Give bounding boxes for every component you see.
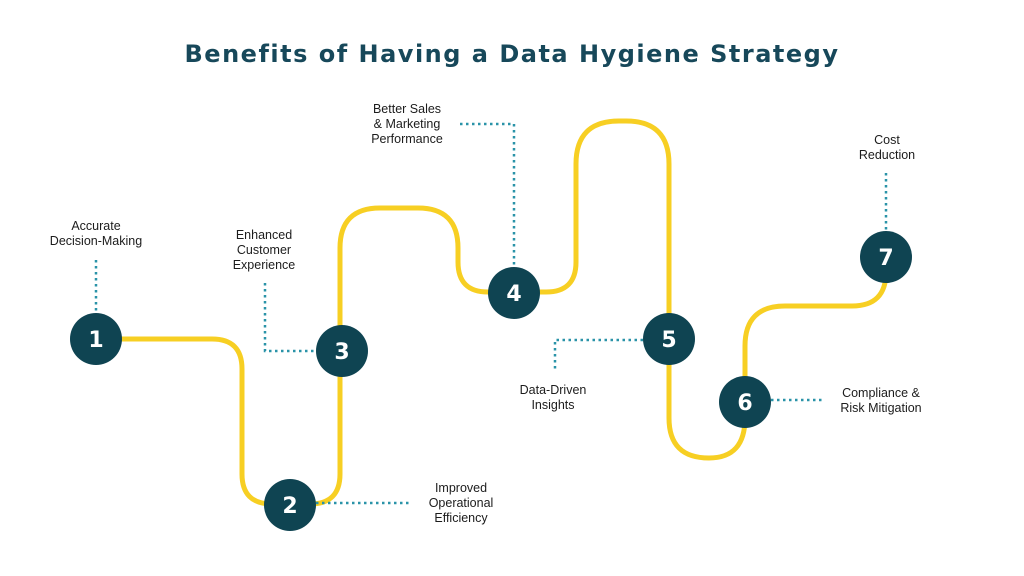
- step-number-2: 2: [282, 494, 297, 519]
- page-title: Benefits of Having a Data Hygiene Strate…: [184, 40, 840, 68]
- dotted-connectors: [94, 122, 888, 505]
- connector-5: [553, 338, 643, 372]
- step-label-3: Enhanced Customer Experience: [232, 228, 296, 272]
- step-node-1: 1: [70, 313, 122, 365]
- step-node-5: 5: [643, 313, 695, 365]
- step-number-7: 7: [878, 246, 893, 271]
- connector-3: [263, 283, 317, 353]
- step-node-4: 4: [488, 267, 540, 319]
- step-number-1: 1: [88, 328, 103, 353]
- step-label-5: Data-Driven Insights: [519, 383, 587, 412]
- step-label-6: Compliance & Risk Mitigation: [840, 386, 922, 415]
- step-label-1: Accurate Decision-Making: [49, 219, 143, 248]
- connector-4: [460, 122, 516, 268]
- step-label-7: Cost Reduction: [858, 133, 916, 162]
- step-node-6: 6: [719, 376, 771, 428]
- step-number-5: 5: [661, 328, 676, 353]
- step-label-4: Better Sales & Marketing Performance: [371, 102, 443, 146]
- step-number-3: 3: [334, 340, 349, 365]
- step-node-7: 7: [860, 231, 912, 283]
- step-node-2: 2: [264, 479, 316, 531]
- step-number-4: 4: [506, 282, 521, 307]
- step-node-3: 3: [316, 325, 368, 377]
- step-label-2: Improved Operational Efficiency: [428, 481, 494, 525]
- winding-path: [93, 118, 889, 507]
- step-number-6: 6: [737, 391, 752, 416]
